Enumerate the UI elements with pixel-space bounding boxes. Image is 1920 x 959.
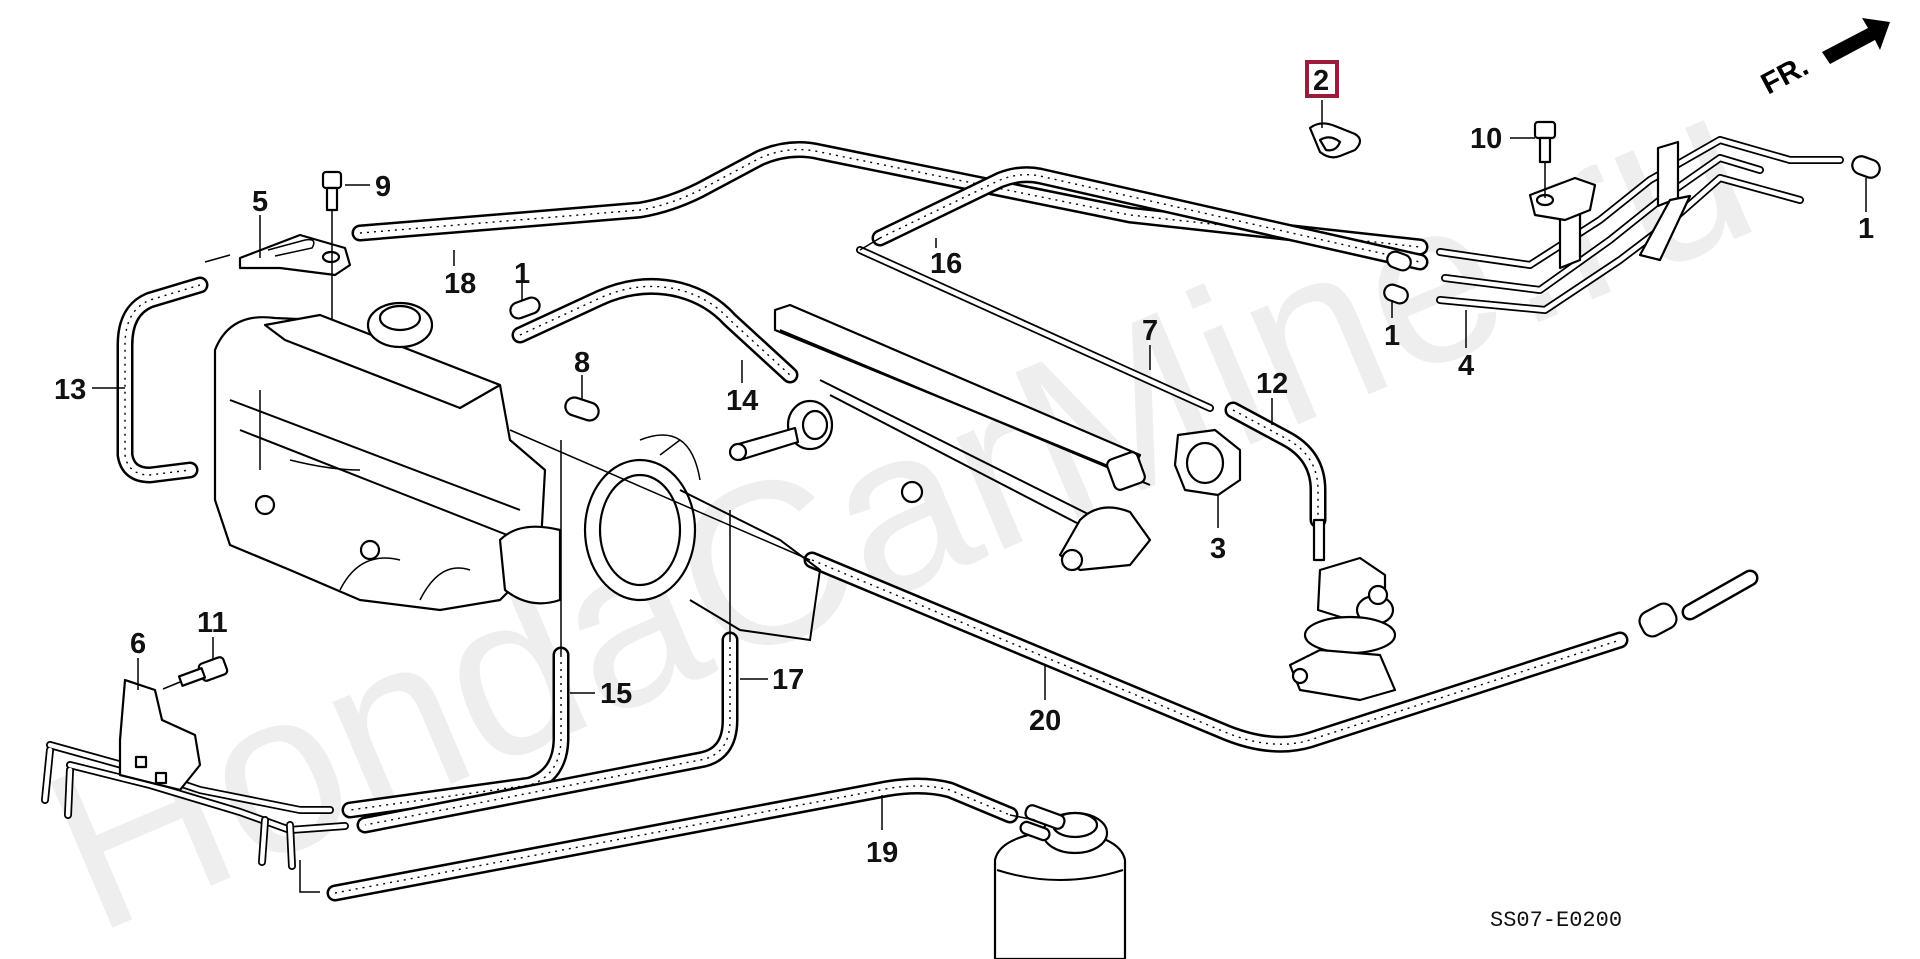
callout-18[interactable]: 18 — [444, 268, 476, 300]
callout-10[interactable]: 10 — [1470, 123, 1502, 155]
hose-cap-1-mid[interactable] — [1382, 249, 1413, 305]
bracket-10[interactable] — [1528, 176, 1597, 222]
callout-13[interactable]: 13 — [54, 374, 86, 406]
callout-4[interactable]: 4 — [1458, 350, 1474, 382]
callout-14[interactable]: 14 — [726, 385, 758, 417]
hose-20[interactable] — [803, 551, 1629, 753]
callout-1[interactable]: 1 — [1858, 213, 1874, 245]
tube-lower-left-assembly[interactable] — [41, 741, 349, 893]
bolt-9[interactable] — [321, 170, 343, 330]
tube-4-assembly[interactable] — [1436, 136, 1844, 314]
pressure-regulator[interactable] — [728, 399, 834, 462]
clip-3[interactable] — [1173, 428, 1242, 497]
hose-cap-1-left[interactable] — [508, 295, 542, 320]
callout-2-highlight[interactable]: 2 — [1305, 60, 1339, 98]
clip-2[interactable] — [1308, 108, 1362, 159]
tube-7[interactable] — [856, 246, 1214, 412]
callout-9[interactable]: 9 — [375, 171, 391, 203]
callout-15[interactable]: 15 — [600, 678, 632, 710]
callout-3[interactable]: 3 — [1210, 533, 1226, 565]
hose-20-far-section — [1638, 569, 1759, 638]
leader-lines — [92, 100, 1867, 830]
bolt-11[interactable] — [162, 656, 229, 690]
callout-20[interactable]: 20 — [1029, 705, 1061, 737]
front-direction-indicator: FR. — [1756, 18, 1890, 101]
callout-6[interactable]: 6 — [130, 628, 146, 660]
hose-12[interactable] — [1224, 401, 1327, 529]
callout-7[interactable]: 7 — [1142, 315, 1158, 347]
diagram-code: SS07-E0200 — [1490, 908, 1622, 933]
bracket-6[interactable] — [118, 678, 202, 792]
callout-8[interactable]: 8 — [574, 347, 590, 379]
front-label: FR. — [1756, 49, 1814, 101]
callout-1[interactable]: 1 — [1384, 320, 1400, 352]
hose-cap-8[interactable] — [563, 395, 601, 423]
throttle-body[interactable] — [498, 434, 822, 642]
hose-18[interactable] — [351, 141, 1429, 256]
hose-13[interactable] — [116, 276, 209, 484]
callout-17[interactable]: 17 — [772, 664, 804, 696]
callout-1[interactable]: 1 — [514, 258, 530, 290]
callout-5[interactable]: 5 — [252, 186, 268, 218]
evap-canister[interactable] — [993, 804, 1127, 959]
callout-2[interactable]: 2 — [1313, 65, 1329, 97]
hose-cap-1-right[interactable] — [1850, 154, 1882, 180]
bolt-10[interactable] — [1533, 120, 1557, 198]
hose-19[interactable] — [326, 777, 1019, 902]
callout-11[interactable]: 11 — [197, 607, 228, 639]
hose-17[interactable] — [356, 631, 739, 834]
fuel-rail[interactable] — [773, 303, 1152, 572]
front-arrow-icon — [1822, 18, 1890, 64]
hose-16[interactable] — [871, 166, 1429, 271]
bracket-5[interactable] — [238, 233, 352, 277]
oil-filler-cap — [366, 301, 434, 349]
callout-12[interactable]: 12 — [1256, 368, 1288, 400]
callout-16[interactable]: 16 — [930, 248, 962, 280]
callout-19[interactable]: 19 — [866, 837, 898, 869]
purge-control-valve[interactable] — [1288, 518, 1397, 702]
intake-manifold[interactable] — [213, 313, 547, 612]
hose-14[interactable] — [511, 277, 799, 384]
